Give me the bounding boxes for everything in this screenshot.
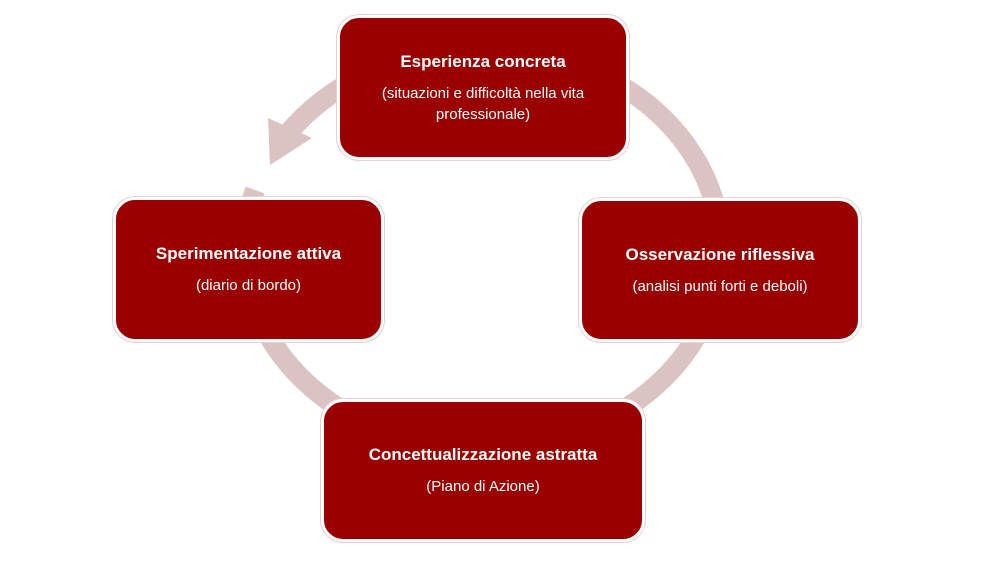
stage-note: (diario di bordo) [195,277,302,294]
stage-title: Osservazione riflessiva [625,244,815,264]
stage-box-concettualizzazione-astratta: Concettualizzazione astratta (Piano di A… [321,399,645,542]
stage-title: Sperimentazione attiva [155,244,342,263]
stage-box-sperimentazione-attiva: Sperimentazione attiva (diario di bordo) [113,197,384,342]
stage-title: Esperienza concreta [400,51,566,71]
stage-title: Concettualizzazione astratta [368,445,598,464]
stage-note: (situazioni e difficoltà nella vita prof… [381,84,585,123]
cycle-arrowhead-icon [268,118,312,165]
stage-box-osservazione-riflessiva: Osservazione riflessiva (analisi punti f… [579,198,861,342]
stage-note: (analisi punti forti e deboli) [632,277,808,295]
stage-note: (Piano di Azione) [426,478,540,495]
stage-box-esperienza-concreta: Esperienza concreta (situazioni e diffic… [337,15,629,160]
